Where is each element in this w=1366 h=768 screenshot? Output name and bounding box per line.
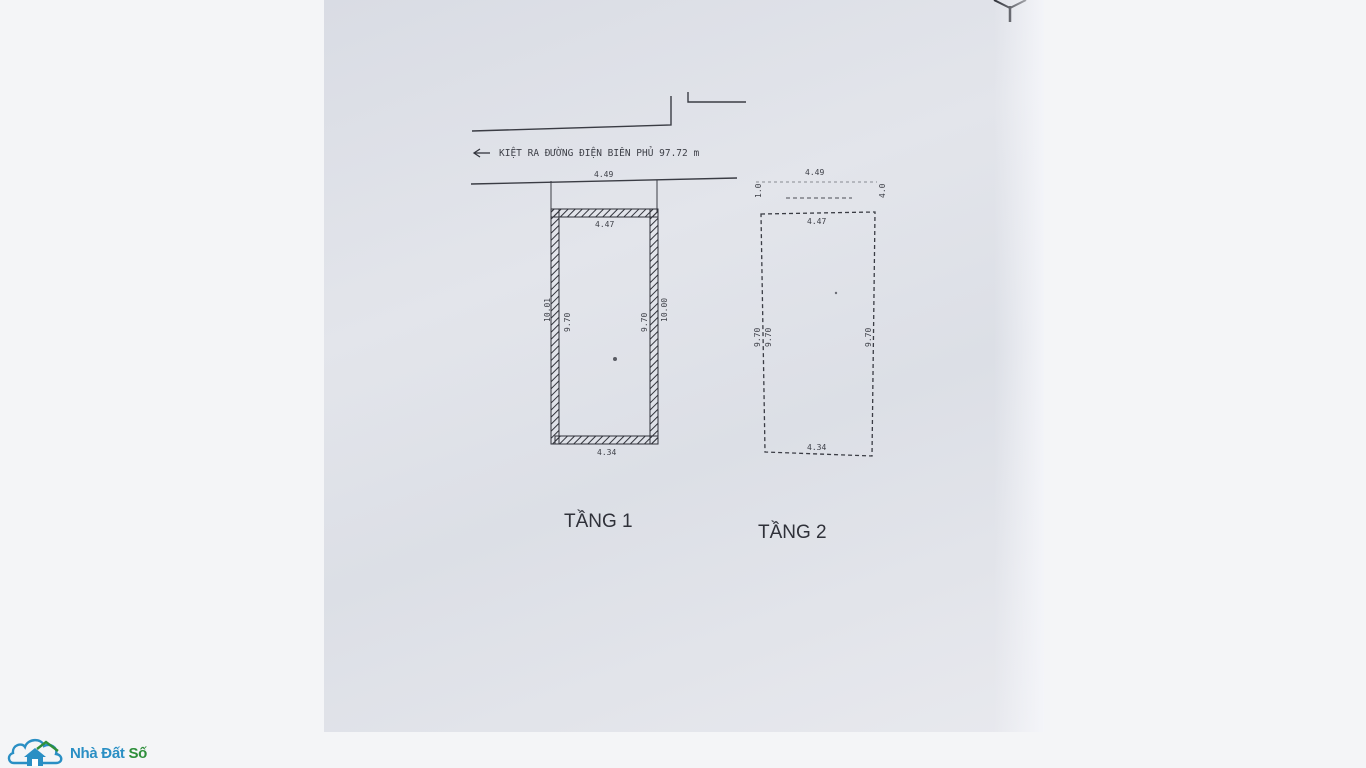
house-cloud-logo-icon (7, 738, 63, 766)
floor2-top-inner-dim: 4.47 (807, 217, 826, 226)
alley-lines (470, 92, 746, 185)
brand-logo[interactable]: Nhà Đất Số (6, 733, 147, 767)
floor-plan-document: KIỆT RA ĐƯỜNG ĐIỆN BIÊN PHỦ 97.72 m 4.49… (324, 0, 1044, 732)
floor1-left-outer-dim: 10.01 (543, 298, 552, 322)
floor1-right-inner-dim: 9.70 (640, 313, 649, 332)
floor1-left-inner-dim: 9.70 (563, 313, 572, 332)
floor-1-plan: 4.49 4.47 4.34 10.01 9.70 9.70 10.00 (543, 170, 669, 457)
floor2-right-dim: 9.70 (864, 328, 873, 347)
floor-plan-drawing: KIỆT RA ĐƯỜNG ĐIỆN BIÊN PHỦ 97.72 m 4.49… (470, 0, 1027, 543)
floor-1-title: TẦNG 1 (564, 510, 633, 532)
brand-name: Nhà Đất Số (70, 744, 148, 762)
floor-2-title: TẦNG 2 (758, 521, 827, 543)
floor1-right-outer-dim: 10.00 (660, 298, 669, 322)
floor1-top-outer-dim: 4.49 (594, 170, 613, 179)
street-note: KIỆT RA ĐƯỜNG ĐIỆN BIÊN PHỦ 97.72 m (499, 146, 699, 159)
direction-arrow-icon (472, 148, 490, 158)
floor2-left-a-dim: 9.70 (753, 328, 762, 347)
floor1-bottom-dim: 4.34 (597, 448, 616, 457)
floor2-right-tick-dim: 4.0 (878, 183, 887, 198)
floor2-left-tick-dim: 1.0 (754, 183, 763, 198)
floor1-top-inner-dim: 4.47 (595, 220, 614, 229)
floor2-left-b-dim: 9.70 (764, 328, 773, 347)
floor2-bottom-dim: 4.34 (807, 443, 826, 452)
floor-2-plan: 4.49 4.47 4.34 1.0 4.0 9.70 9.70 9.70 (753, 168, 887, 457)
page-edge-shadow (994, 0, 1044, 732)
floor2-top-outer-dim: 4.49 (805, 168, 824, 177)
